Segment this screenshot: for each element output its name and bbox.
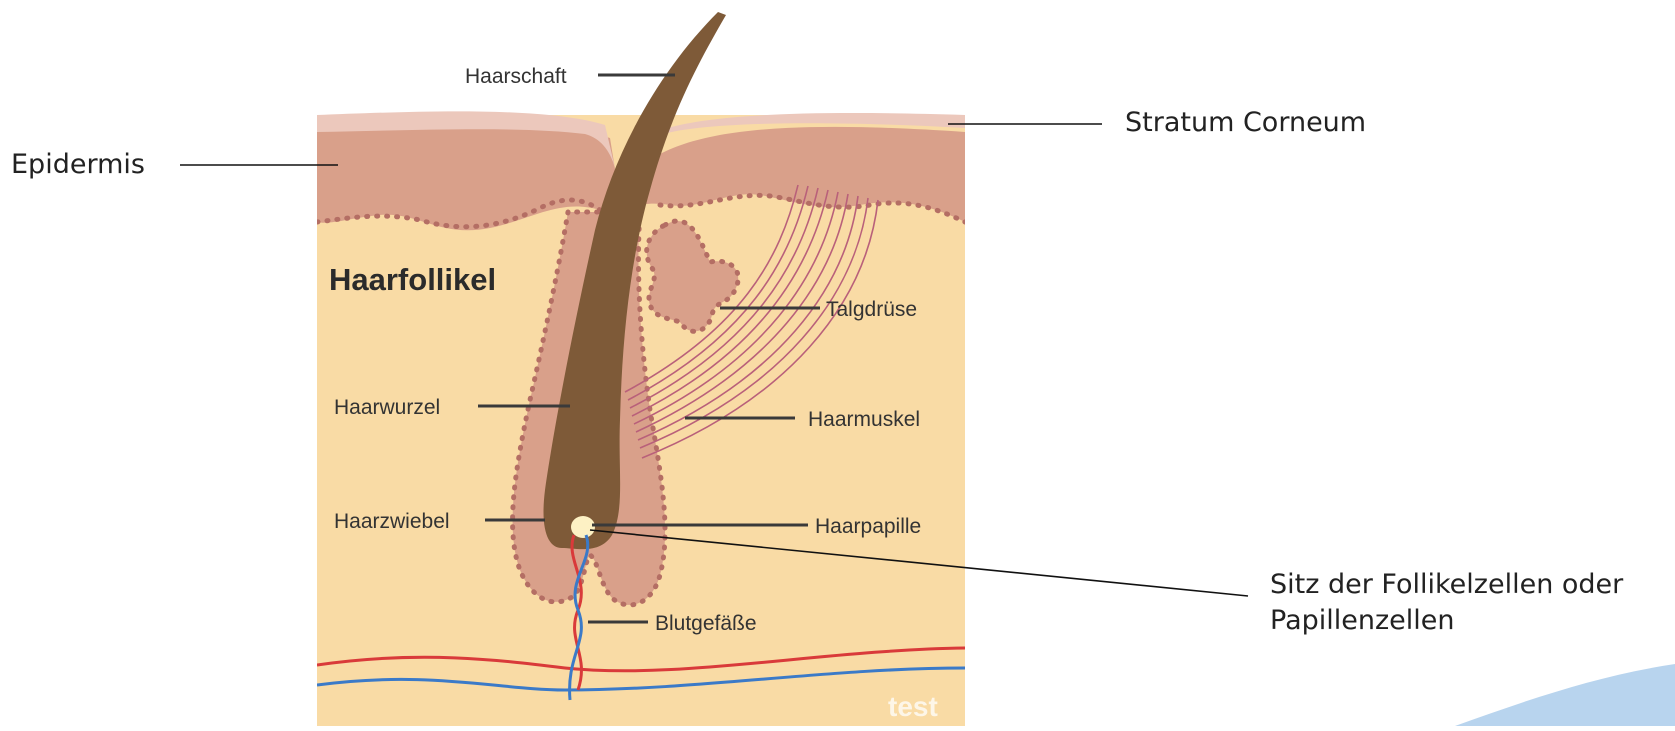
label-haarzwiebel: Haarzwiebel: [334, 510, 450, 533]
watermark: test: [888, 691, 938, 722]
label-sitz-line1: Sitz der Follikelzellen oder: [1270, 568, 1623, 602]
label-haarmuskel: Haarmuskel: [808, 408, 920, 431]
label-talgdruese: Talgdrüse: [826, 298, 917, 321]
label-epidermis: Epidermis: [11, 148, 145, 182]
label-haarschaft: Haarschaft: [465, 65, 567, 88]
decorative-swoosh: [1455, 656, 1675, 726]
skin-illustration: Haarfollikel Haarschaft Talgdrüse Haarwu…: [317, 12, 965, 726]
diagram-title: Haarfollikel: [329, 262, 496, 297]
label-blutgefaesse: Blutgefäße: [655, 612, 757, 635]
label-haarpapille: Haarpapille: [815, 515, 921, 538]
label-stratum-corneum: Stratum Corneum: [1125, 106, 1366, 140]
label-haarwurzel: Haarwurzel: [334, 396, 440, 419]
label-sitz-line2: Papillenzellen: [1270, 604, 1455, 638]
hair-papilla: [571, 516, 595, 538]
